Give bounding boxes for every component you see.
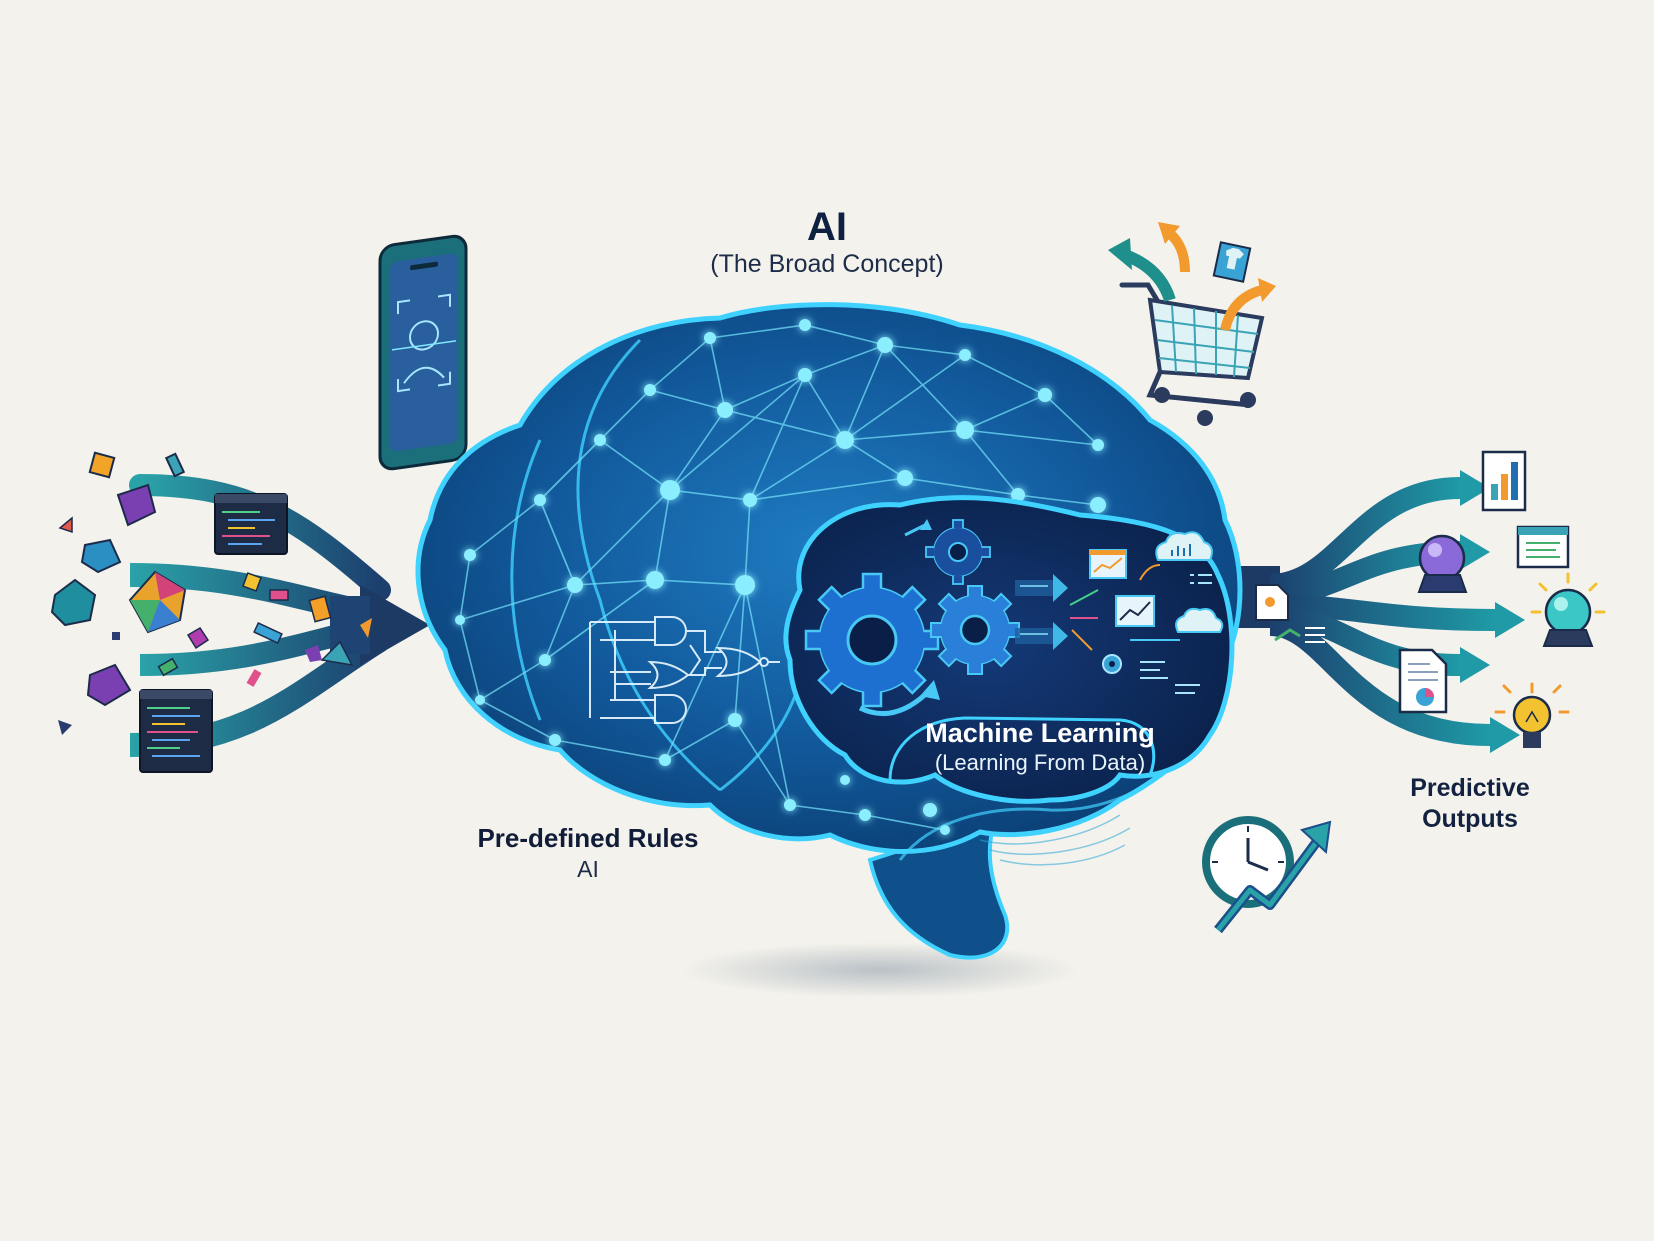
rules-sublabel: AI xyxy=(577,856,599,882)
diagram-title: AI xyxy=(807,205,847,249)
list-icon xyxy=(1140,574,1212,694)
crystal-ball-icon xyxy=(1530,572,1606,647)
gear-icon xyxy=(804,519,1020,717)
code-window-icon xyxy=(214,493,288,555)
outputs-label-line2: Outputs xyxy=(1422,805,1518,833)
report-document-icon xyxy=(1255,584,1325,643)
logic-gate-icon xyxy=(589,616,780,724)
ml-label: Machine Learning xyxy=(925,718,1155,748)
code-window-icon xyxy=(139,689,213,773)
small-gear-icon xyxy=(1102,654,1122,674)
network-nodes xyxy=(455,319,1106,835)
cloud-icon xyxy=(1175,607,1224,633)
ml-data-flow xyxy=(1015,564,1180,651)
browser-list-icon xyxy=(1516,525,1570,569)
cloud-icon xyxy=(1155,531,1213,561)
diagram-subtitle: (The Broad Concept) xyxy=(710,250,944,278)
outputs-label: Predictive Outputs xyxy=(1380,773,1560,835)
data-fragment-icon xyxy=(50,451,372,735)
rules-label: Pre-defined Rules xyxy=(477,823,699,853)
brain-shadow xyxy=(680,942,1080,998)
outputs-label-line1: Predictive xyxy=(1410,774,1530,802)
clock-growth-icon xyxy=(1202,816,1332,934)
crystal-ball-icon xyxy=(1417,534,1468,593)
lightbulb-icon xyxy=(1494,682,1570,748)
ml-sublabel: (Learning From Data) xyxy=(934,750,1146,775)
line-chart-icon xyxy=(1089,549,1127,579)
line-chart-icon xyxy=(1115,595,1155,627)
smartphone-face-id-icon xyxy=(378,234,468,471)
report-document-icon xyxy=(1398,648,1448,714)
shopping-cart-icon xyxy=(1108,222,1276,426)
bar-chart-document-icon xyxy=(1481,450,1527,512)
